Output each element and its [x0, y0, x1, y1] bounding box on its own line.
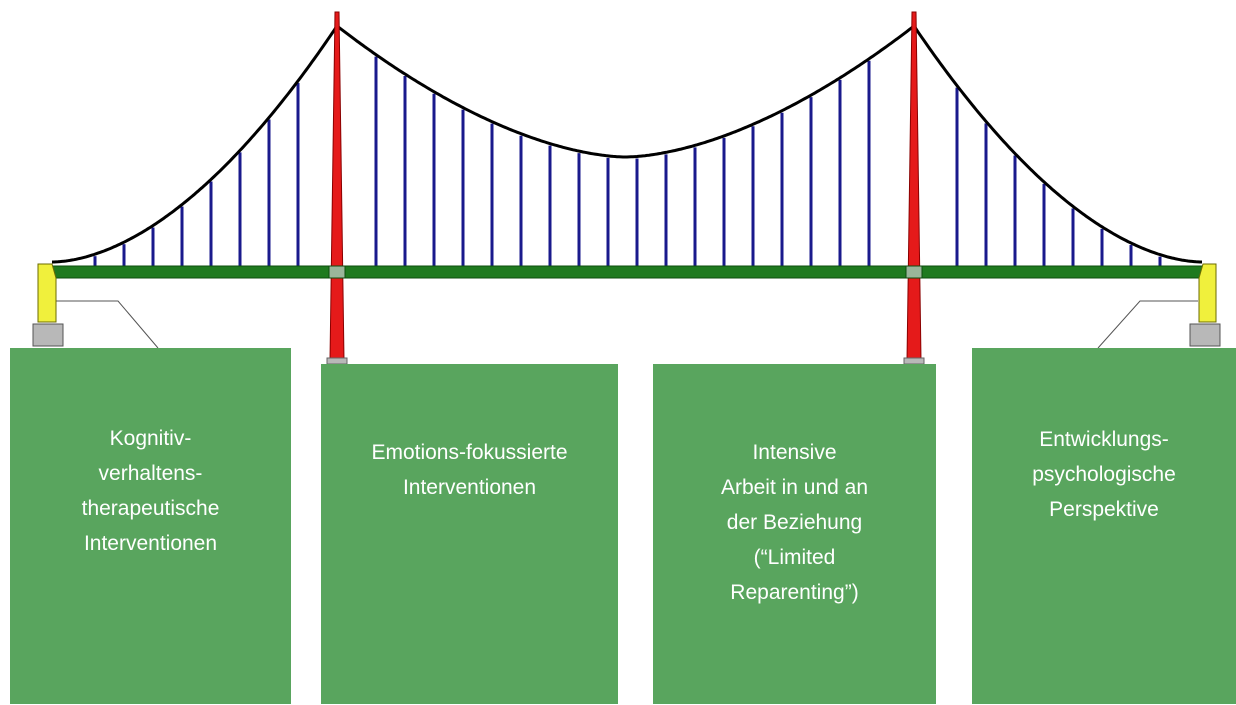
tower-1 — [329, 11, 345, 361]
tower-2 — [906, 11, 922, 361]
bridge-towers — [326, 11, 925, 365]
deck-tower-joint-2 — [905, 265, 923, 279]
abutment-right — [1198, 263, 1217, 323]
cable-main-span — [336, 24, 914, 159]
pillar-line: Intensive — [752, 441, 837, 464]
suspender-hangers — [93, 56, 1162, 266]
pillar-line: der Beziehung — [726, 511, 863, 534]
bridge-deck — [45, 265, 1209, 279]
pillar-line: Interventionen — [83, 532, 218, 555]
pillar-line: Interventionen — [402, 476, 537, 499]
pillar-line: therapeutische — [81, 497, 220, 520]
pillar-line: psychologische — [1032, 463, 1176, 486]
pillar-line: Reparenting”) — [730, 581, 859, 604]
pillar-box-kognitiv: Kognitiv- verhaltens- therapeutische Int… — [10, 348, 291, 704]
footing-right — [1189, 323, 1221, 347]
bridge-abutments — [32, 263, 1221, 347]
pillar-box-entwicklung: Entwicklungs- psychologische Perspektive — [972, 348, 1236, 704]
anchor-guy-lines — [55, 300, 1198, 349]
pillar-line: Arbeit in und an — [720, 476, 869, 499]
pillar-box-beziehung: Intensive Arbeit in und an der Beziehung… — [653, 364, 936, 704]
abutment-left — [37, 263, 57, 323]
pillar-box-emotion: Emotions-fokussierte Interventionen — [321, 364, 618, 704]
pillar-line: Kognitiv- — [109, 427, 192, 450]
anchor-line-right — [1097, 300, 1198, 349]
footing-left — [32, 323, 64, 347]
pillar-line: Entwicklungs- — [1039, 428, 1169, 451]
pillar-line: Emotions-fokussierte — [371, 441, 568, 464]
pillar-line: Perspektive — [1049, 498, 1159, 521]
main-cables — [52, 24, 1202, 264]
cable-right-side — [912, 25, 1202, 264]
pillar-line: verhaltens- — [98, 462, 203, 485]
pillar-line: (“Limited — [753, 546, 836, 569]
deck-tower-joint-1 — [328, 265, 346, 279]
anchor-line-left — [55, 300, 159, 349]
deck-girder — [45, 265, 1209, 279]
cable-left-side — [52, 26, 338, 264]
